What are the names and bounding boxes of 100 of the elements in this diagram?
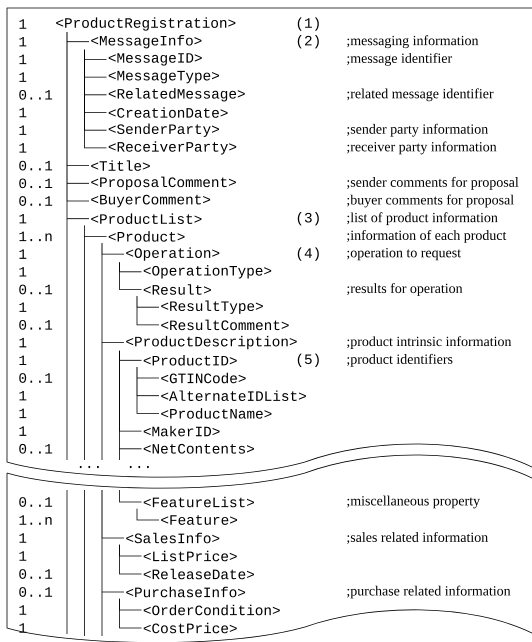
cardinality-label: 1 — [19, 36, 26, 46]
cardinality-label: 1 — [19, 338, 26, 348]
callout-number: (1) — [298, 17, 319, 31]
element-name: <ResultType> — [161, 300, 263, 314]
element-name: <CreationDate> — [108, 107, 228, 118]
cardinality-label: 0..1 — [19, 373, 52, 383]
element-name: <ReleaseDate> — [144, 568, 254, 580]
tree-connector — [136, 296, 160, 326]
tree-connector — [102, 242, 124, 343]
element-name: <ProductName> — [161, 408, 272, 419]
element-name: <Operation> — [126, 247, 220, 261]
comment-text: ;messaging information — [347, 35, 478, 48]
tree-connector — [119, 350, 142, 450]
comment-text: ;purchase related information — [347, 586, 510, 598]
element-name: <MessageInfo> — [91, 35, 202, 48]
element-name: <MessageID> — [108, 53, 202, 66]
comment-text: ;buyer comments for proposal — [347, 194, 514, 208]
element-name: <ProductList> — [91, 213, 202, 224]
cardinality-label: 0..1 — [19, 569, 52, 579]
element-name: <Feature> — [161, 515, 238, 525]
element-name: <Product> — [108, 231, 185, 242]
element-name: <PurchaseInfo> — [126, 586, 246, 598]
element-name: <ProductRegistration> — [56, 17, 236, 31]
comment-text: ;receiver party information — [347, 141, 496, 154]
comment-text: ;information of each product — [347, 230, 506, 243]
comment-text: ;miscellaneous property — [347, 496, 480, 508]
comment-text: ;sales related information — [347, 532, 488, 544]
element-name: <ProductID> — [144, 355, 237, 366]
element-name: <GTINCode> — [161, 372, 246, 384]
cardinality-label: 1..n — [19, 515, 52, 525]
element-name: <FeatureList> — [144, 496, 254, 508]
tree-connector — [119, 544, 142, 574]
callout-number: (3) — [298, 212, 319, 226]
element-name: <ReceiverParty> — [108, 141, 236, 155]
cardinality-label: 1 — [19, 249, 26, 259]
tree-connector — [119, 598, 142, 628]
comment-text: ;sender party information — [347, 124, 488, 137]
tree-connector — [119, 490, 142, 502]
cardinality-label: 1 — [19, 533, 26, 543]
element-name: <Result> — [144, 284, 211, 295]
tree-connector — [102, 490, 124, 592]
ellipsis: ... — [80, 466, 99, 468]
cardinality-label: 1 — [19, 72, 26, 82]
element-name: <SalesInfo> — [126, 532, 220, 544]
tree-connector — [119, 262, 142, 290]
comment-text: ;operation to request — [347, 248, 461, 260]
cardinality-label: 1 — [19, 390, 26, 400]
cardinality-label: 1 — [19, 214, 26, 224]
element-name: <SenderParty> — [108, 124, 219, 137]
cardinality-label: 0..1 — [19, 497, 52, 507]
cardinality-label: 1 — [19, 356, 26, 366]
cardinality-label: 0..1 — [19, 90, 52, 100]
tree-connector — [136, 366, 160, 414]
tree-connector — [84, 49, 107, 148]
cardinality-label: 1 — [19, 54, 26, 64]
cardinality-label: 0..1 — [19, 196, 52, 206]
cardinality-label: 0..1 — [19, 444, 52, 454]
element-name: <ProductDescription> — [126, 336, 297, 350]
cardinality-label: 1 — [19, 125, 26, 135]
element-name: <BuyerComment> — [91, 194, 210, 208]
element-name: <Title> — [91, 160, 150, 171]
element-name: <ResultComment> — [161, 320, 289, 330]
cardinality-label: 1 — [19, 267, 26, 277]
element-name: <RelatedMessage> — [108, 88, 245, 102]
cardinality-label: 1 — [19, 605, 26, 615]
cardinality-label: 0..1 — [19, 160, 52, 170]
cardinality-label: 0..1 — [19, 587, 52, 597]
element-name: <ProposalComment> — [91, 176, 236, 190]
cardinality-label: 1 — [19, 551, 26, 561]
comment-text: ;product intrinsic information — [347, 336, 512, 349]
callout-number: (4) — [298, 247, 319, 261]
cardinality-label: 1..n — [19, 232, 52, 242]
ellipsis: ... — [130, 466, 149, 468]
cardinality-label: 0..1 — [19, 320, 52, 330]
element-name: <OrderCondition> — [144, 604, 280, 616]
element-name: <MessageType> — [108, 70, 219, 84]
cardinality-label: 1 — [19, 302, 26, 312]
cardinality-label: 0..1 — [19, 284, 52, 294]
comment-text: ;list of product information — [347, 212, 498, 226]
cardinality-label: 1 — [19, 19, 26, 29]
tree-connector — [84, 225, 107, 237]
element-name: <ListPrice> — [144, 550, 237, 562]
cardinality-label: 1 — [19, 426, 26, 436]
cardinality-label: 1 — [19, 143, 26, 153]
tree-connector — [136, 508, 160, 520]
comment-text: ;results for operation — [347, 283, 462, 296]
cardinality-label: 0..1 — [19, 178, 52, 188]
callout-number: (5) — [298, 354, 319, 367]
element-name: <CostPrice> — [144, 622, 237, 634]
cardinality-label: 1 — [19, 108, 26, 118]
element-name: <AlternateIDList> — [161, 390, 306, 401]
comment-text: ;related message identifier — [347, 88, 494, 102]
callout-number: (2) — [298, 35, 319, 48]
element-name: <NetContents> — [144, 444, 254, 454]
comment-text: ;sender comments for proposal — [347, 176, 518, 190]
element-name: <MakerID> — [144, 426, 220, 436]
cardinality-label: 1 — [19, 408, 26, 418]
comment-text: ;product identifiers — [347, 354, 452, 367]
element-name: <OperationType> — [144, 265, 272, 278]
comment-text: ;message identifier — [347, 52, 452, 66]
